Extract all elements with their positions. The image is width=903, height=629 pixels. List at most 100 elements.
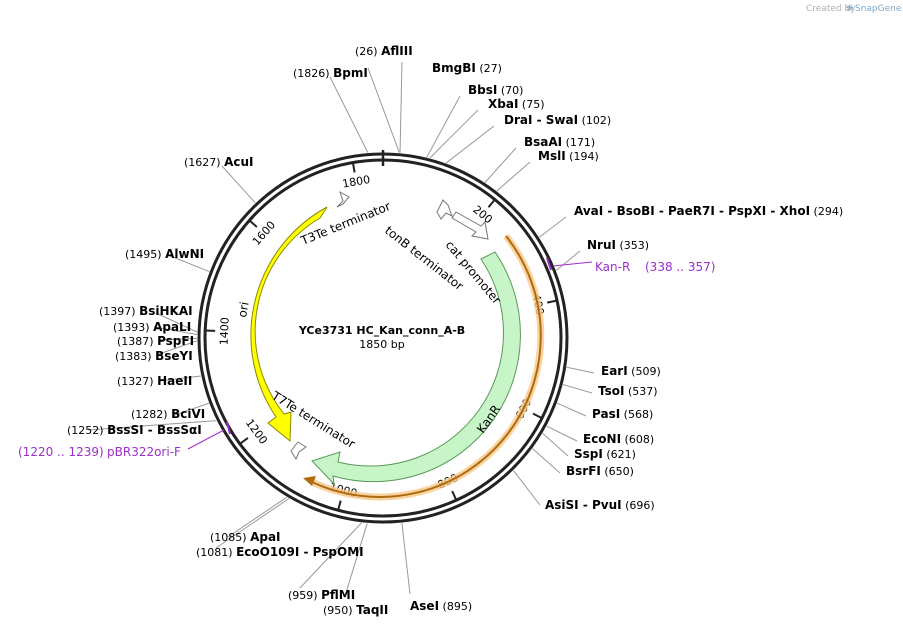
site-label-bsrfi: BsrFI (650) bbox=[566, 464, 634, 478]
site-name: BsiHKAI bbox=[139, 304, 193, 318]
primer-range-kan-r: (338 .. 357) bbox=[645, 260, 715, 274]
site-name: DraI - SwaI bbox=[504, 113, 578, 127]
site-name: TsoI bbox=[598, 384, 624, 398]
site-position: (27) bbox=[476, 62, 502, 75]
site-label-pflmi: (959) PflMI bbox=[288, 588, 355, 602]
site-name: AseI bbox=[410, 599, 439, 613]
site-name: EcoNI bbox=[583, 432, 621, 446]
leader-line bbox=[555, 250, 581, 271]
site-name: ApaI bbox=[250, 530, 280, 544]
site-name: TaqII bbox=[356, 603, 388, 617]
leader-line bbox=[153, 326, 198, 336]
site-position: (1393) bbox=[113, 321, 153, 334]
leader-line bbox=[539, 216, 567, 238]
primer-label-kan-r: Kan-R bbox=[595, 260, 630, 274]
site-label-nrui: NruI (353) bbox=[587, 238, 649, 252]
site-position: (537) bbox=[624, 385, 657, 398]
site-position: (1327) bbox=[117, 375, 157, 388]
leader-line bbox=[227, 496, 288, 538]
site-name: BmgBI bbox=[432, 61, 476, 75]
site-position: (1387) bbox=[117, 335, 157, 348]
site-name: EcoO109I - PspOMI bbox=[236, 545, 364, 559]
kan-r-primer-leader bbox=[552, 261, 593, 267]
leader-line bbox=[87, 420, 217, 431]
site-position: (608) bbox=[621, 433, 654, 446]
site-label-bsssi: (1252) BssSI - BssSαI bbox=[67, 423, 202, 437]
site-name: BsrFI bbox=[566, 464, 601, 478]
plasmid-name: YCe3731 HC_Kan_conn_A-B bbox=[298, 324, 465, 337]
leader-line bbox=[157, 337, 198, 341]
site-name: BsaAI bbox=[524, 135, 562, 149]
site-label-afliii: (26) AflIII bbox=[355, 44, 413, 58]
site-label-drai: DraI - SwaI (102) bbox=[504, 113, 611, 127]
leader-line bbox=[532, 448, 561, 474]
credit-brand: SnapGene bbox=[855, 4, 902, 14]
tick-mark-600 bbox=[532, 412, 543, 420]
site-position: (1495) bbox=[125, 248, 165, 261]
site-label-taqii: (950) TaqII bbox=[323, 603, 388, 617]
site-position: (26) bbox=[355, 45, 381, 58]
site-label-bsaai: BsaAI (171) bbox=[524, 135, 595, 149]
site-label-asisi: AsiSI - PvuI (696) bbox=[545, 498, 655, 512]
tick-mark-400 bbox=[547, 299, 558, 304]
leader-line bbox=[445, 125, 495, 164]
site-name: EarI bbox=[601, 364, 628, 378]
primer-label-pbr322ori-f: pBR322ori-F bbox=[107, 445, 181, 459]
tonb-terminator-arrow bbox=[436, 199, 453, 220]
site-label-haeii: (1327) HaeII bbox=[117, 374, 192, 388]
site-label-apali: (1393) ApaLI bbox=[113, 320, 191, 334]
leader-line bbox=[484, 147, 517, 183]
site-label-apai: (1085) ApaI bbox=[210, 530, 281, 544]
leader-line bbox=[542, 432, 569, 457]
site-label-bsihkai: (1397) BsiHKAI bbox=[99, 304, 193, 318]
site-name: ApaLI bbox=[153, 320, 191, 334]
site-name: HaeII bbox=[157, 374, 192, 388]
site-position: (102) bbox=[578, 114, 611, 127]
site-name: NruI bbox=[587, 238, 616, 252]
plasmid-length: 1850 bp bbox=[359, 338, 404, 351]
tick-label-1600: 1600 bbox=[250, 218, 278, 248]
site-position: (1252) bbox=[67, 424, 107, 437]
kanr-primer-arc bbox=[311, 235, 542, 498]
site-label-econi: EcoNI (608) bbox=[583, 432, 654, 446]
site-label-pasi: PasI (568) bbox=[592, 407, 653, 421]
site-label-sspi: SspI (621) bbox=[574, 447, 636, 461]
tick-mark-200 bbox=[487, 198, 496, 208]
t7te-terminator-arrow bbox=[290, 441, 307, 461]
site-position: (1627) bbox=[184, 156, 224, 169]
site-label-asei: AseI (895) bbox=[410, 599, 472, 613]
site-name: BssSI - BssSαI bbox=[107, 423, 202, 437]
leader-line bbox=[215, 498, 290, 549]
site-position: (621) bbox=[603, 448, 636, 461]
site-position: (194) bbox=[566, 150, 599, 163]
site-position: (959) bbox=[288, 589, 321, 602]
snapgene-logo-icon: ❋ bbox=[846, 4, 854, 14]
cat-promoter-arrow bbox=[451, 211, 489, 240]
site-label-bmgbi: BmgBI (27) bbox=[432, 61, 502, 75]
site-label-pspfi: (1387) PspFI bbox=[117, 334, 194, 348]
pbr322ori-f-primer-leader bbox=[187, 429, 225, 450]
site-name: AflIII bbox=[381, 44, 413, 58]
site-label-ecoo109i: (1081) EcoO109I - PspOMI bbox=[196, 545, 364, 559]
site-name: MslI bbox=[538, 149, 566, 163]
site-position: (171) bbox=[562, 136, 595, 149]
site-position: (294) bbox=[810, 205, 843, 218]
site-label-acui: (1627) AcuI bbox=[184, 155, 254, 169]
kanr-primer-arrowhead bbox=[303, 476, 316, 486]
feature-label-ori: ori bbox=[235, 301, 251, 319]
site-name: BpmI bbox=[333, 66, 368, 80]
kan-r-primer-marker bbox=[546, 257, 552, 271]
ori-feature-arrow bbox=[250, 206, 328, 443]
leader-line bbox=[167, 254, 210, 273]
leader-line bbox=[496, 161, 531, 192]
pbr322ori-f-primer-marker bbox=[226, 421, 231, 435]
site-name: AcuI bbox=[224, 155, 253, 169]
leader-line bbox=[399, 61, 403, 153]
leader-line bbox=[426, 95, 461, 158]
site-label-alwni: (1495) AlwNI bbox=[125, 247, 204, 261]
site-name: AsiSI - PvuI bbox=[545, 498, 622, 512]
tick-label-1200: 1200 bbox=[243, 417, 270, 447]
leader-line bbox=[158, 375, 201, 382]
